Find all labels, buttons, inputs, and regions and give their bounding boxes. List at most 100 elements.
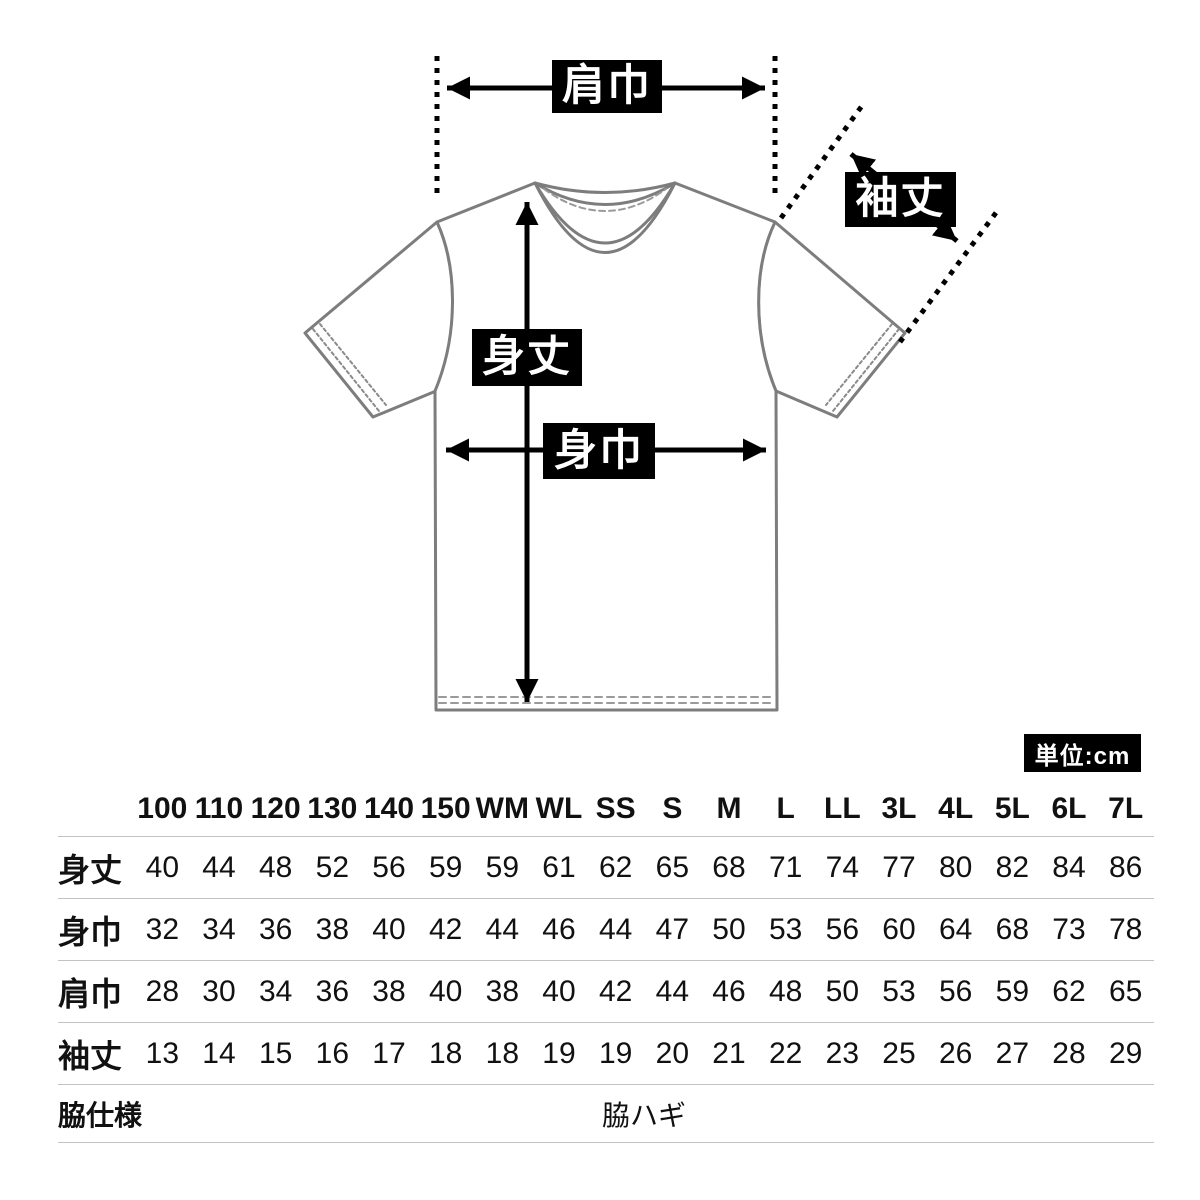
size-cell: 30 (202, 974, 236, 1008)
row-label: 身丈 (58, 851, 123, 888)
size-cell: 14 (202, 1036, 236, 1070)
size-cell: 18 (428, 1036, 463, 1070)
size-cell: 68 (995, 912, 1030, 946)
size-cell: 56 (825, 912, 860, 946)
size-cell: 18 (485, 1036, 520, 1070)
size-cell: 40 (542, 974, 576, 1008)
size-column-header: 5L (994, 791, 1030, 825)
size-cell: 38 (372, 974, 406, 1008)
size-column-header: 120 (250, 791, 301, 825)
size-table-footer-row: 脇仕様 脇ハギ (58, 1085, 1154, 1143)
hem-stitches (438, 696, 775, 704)
size-cell: 62 (1052, 974, 1086, 1008)
size-cell: 15 (258, 1036, 293, 1070)
size-column-header: 100 (137, 791, 188, 825)
size-cell: 50 (825, 974, 860, 1008)
size-cell: 48 (768, 974, 803, 1008)
size-cell: 73 (1052, 912, 1086, 946)
row-label: 袖丈 (58, 1037, 123, 1074)
size-cell: 56 (372, 850, 406, 884)
body-length-label: 身丈 (472, 329, 582, 386)
size-cell: 44 (655, 974, 690, 1008)
size-cell: 34 (202, 912, 236, 946)
cuff-stitches (312, 323, 900, 412)
size-column-header: 4L (938, 791, 974, 825)
size-cell: 50 (712, 912, 746, 946)
size-cell: 78 (1108, 912, 1143, 946)
sleeve-length-label: 袖丈 (845, 172, 956, 227)
sleeve-guide-bottom (897, 208, 1001, 344)
size-column-header: WM (475, 791, 529, 825)
size-cell: 53 (768, 912, 803, 946)
size-column-header: 130 (307, 791, 358, 825)
size-cell: 86 (1108, 850, 1143, 884)
collar-stitch (543, 188, 667, 212)
size-cell: 29 (1108, 1036, 1143, 1070)
size-cell: 36 (258, 912, 293, 946)
size-cell: 25 (882, 1036, 916, 1070)
size-column-header: LL (824, 791, 861, 825)
size-cell: 28 (1052, 1036, 1086, 1070)
size-cell: 46 (712, 974, 746, 1008)
size-cell: 60 (882, 912, 916, 946)
size-cell: 23 (825, 1036, 860, 1070)
size-cell: 20 (655, 1036, 690, 1070)
size-cell: 21 (712, 1036, 746, 1070)
size-column-header: 150 (420, 791, 471, 825)
tshirt-diagram (303, 56, 1001, 712)
size-cell: 46 (542, 912, 576, 946)
unit-badge: 単位:cm (1024, 734, 1141, 772)
size-cell: 65 (1108, 974, 1143, 1008)
collar-back-line (533, 181, 677, 206)
size-cell: 34 (258, 974, 293, 1008)
size-cell: 80 (938, 850, 973, 884)
size-cell: 65 (655, 850, 690, 884)
size-cell: 64 (938, 912, 973, 946)
size-cell: 40 (145, 850, 180, 884)
size-cell: 82 (995, 850, 1030, 884)
size-cell: 44 (202, 850, 236, 884)
row-label-side-spec: 脇仕様 (58, 1099, 143, 1131)
size-cell: 28 (145, 974, 180, 1008)
size-cell: 16 (315, 1036, 350, 1070)
size-cell: 68 (712, 850, 746, 884)
collar-outer-edge (533, 181, 677, 254)
size-cell: 19 (542, 1036, 576, 1070)
size-cell: 42 (598, 974, 633, 1008)
size-cell: 48 (258, 850, 293, 884)
size-cell: 56 (938, 974, 973, 1008)
shoulder-width-label: 肩巾 (552, 60, 662, 113)
row-label: 身巾 (58, 913, 123, 950)
size-cell: 13 (145, 1036, 180, 1070)
size-cell: 77 (882, 850, 916, 884)
size-cell: 74 (825, 850, 860, 884)
size-cell: 32 (145, 912, 180, 946)
size-cell: 36 (315, 974, 350, 1008)
size-cell: 26 (938, 1036, 973, 1070)
size-column-header: 110 (194, 791, 244, 825)
size-cell: 59 (428, 850, 463, 884)
size-cell: 38 (485, 974, 520, 1008)
size-cell: 44 (485, 912, 520, 946)
size-column-header: SS (595, 791, 636, 825)
size-column-header: 140 (363, 791, 415, 825)
size-cell: 40 (428, 974, 463, 1008)
size-cell: 53 (882, 974, 916, 1008)
size-column-header: S (662, 791, 683, 825)
size-cell: 59 (485, 850, 520, 884)
size-column-header: L (776, 791, 795, 825)
size-cell: 61 (542, 850, 576, 884)
size-column-header: 6L (1051, 791, 1087, 825)
size-cell: 62 (598, 850, 633, 884)
tshirt-right-sleeve (757, 220, 907, 419)
size-column-header: M (716, 791, 742, 825)
size-cell: 27 (995, 1036, 1030, 1070)
size-cell: 19 (598, 1036, 633, 1070)
size-cell: 44 (598, 912, 633, 946)
